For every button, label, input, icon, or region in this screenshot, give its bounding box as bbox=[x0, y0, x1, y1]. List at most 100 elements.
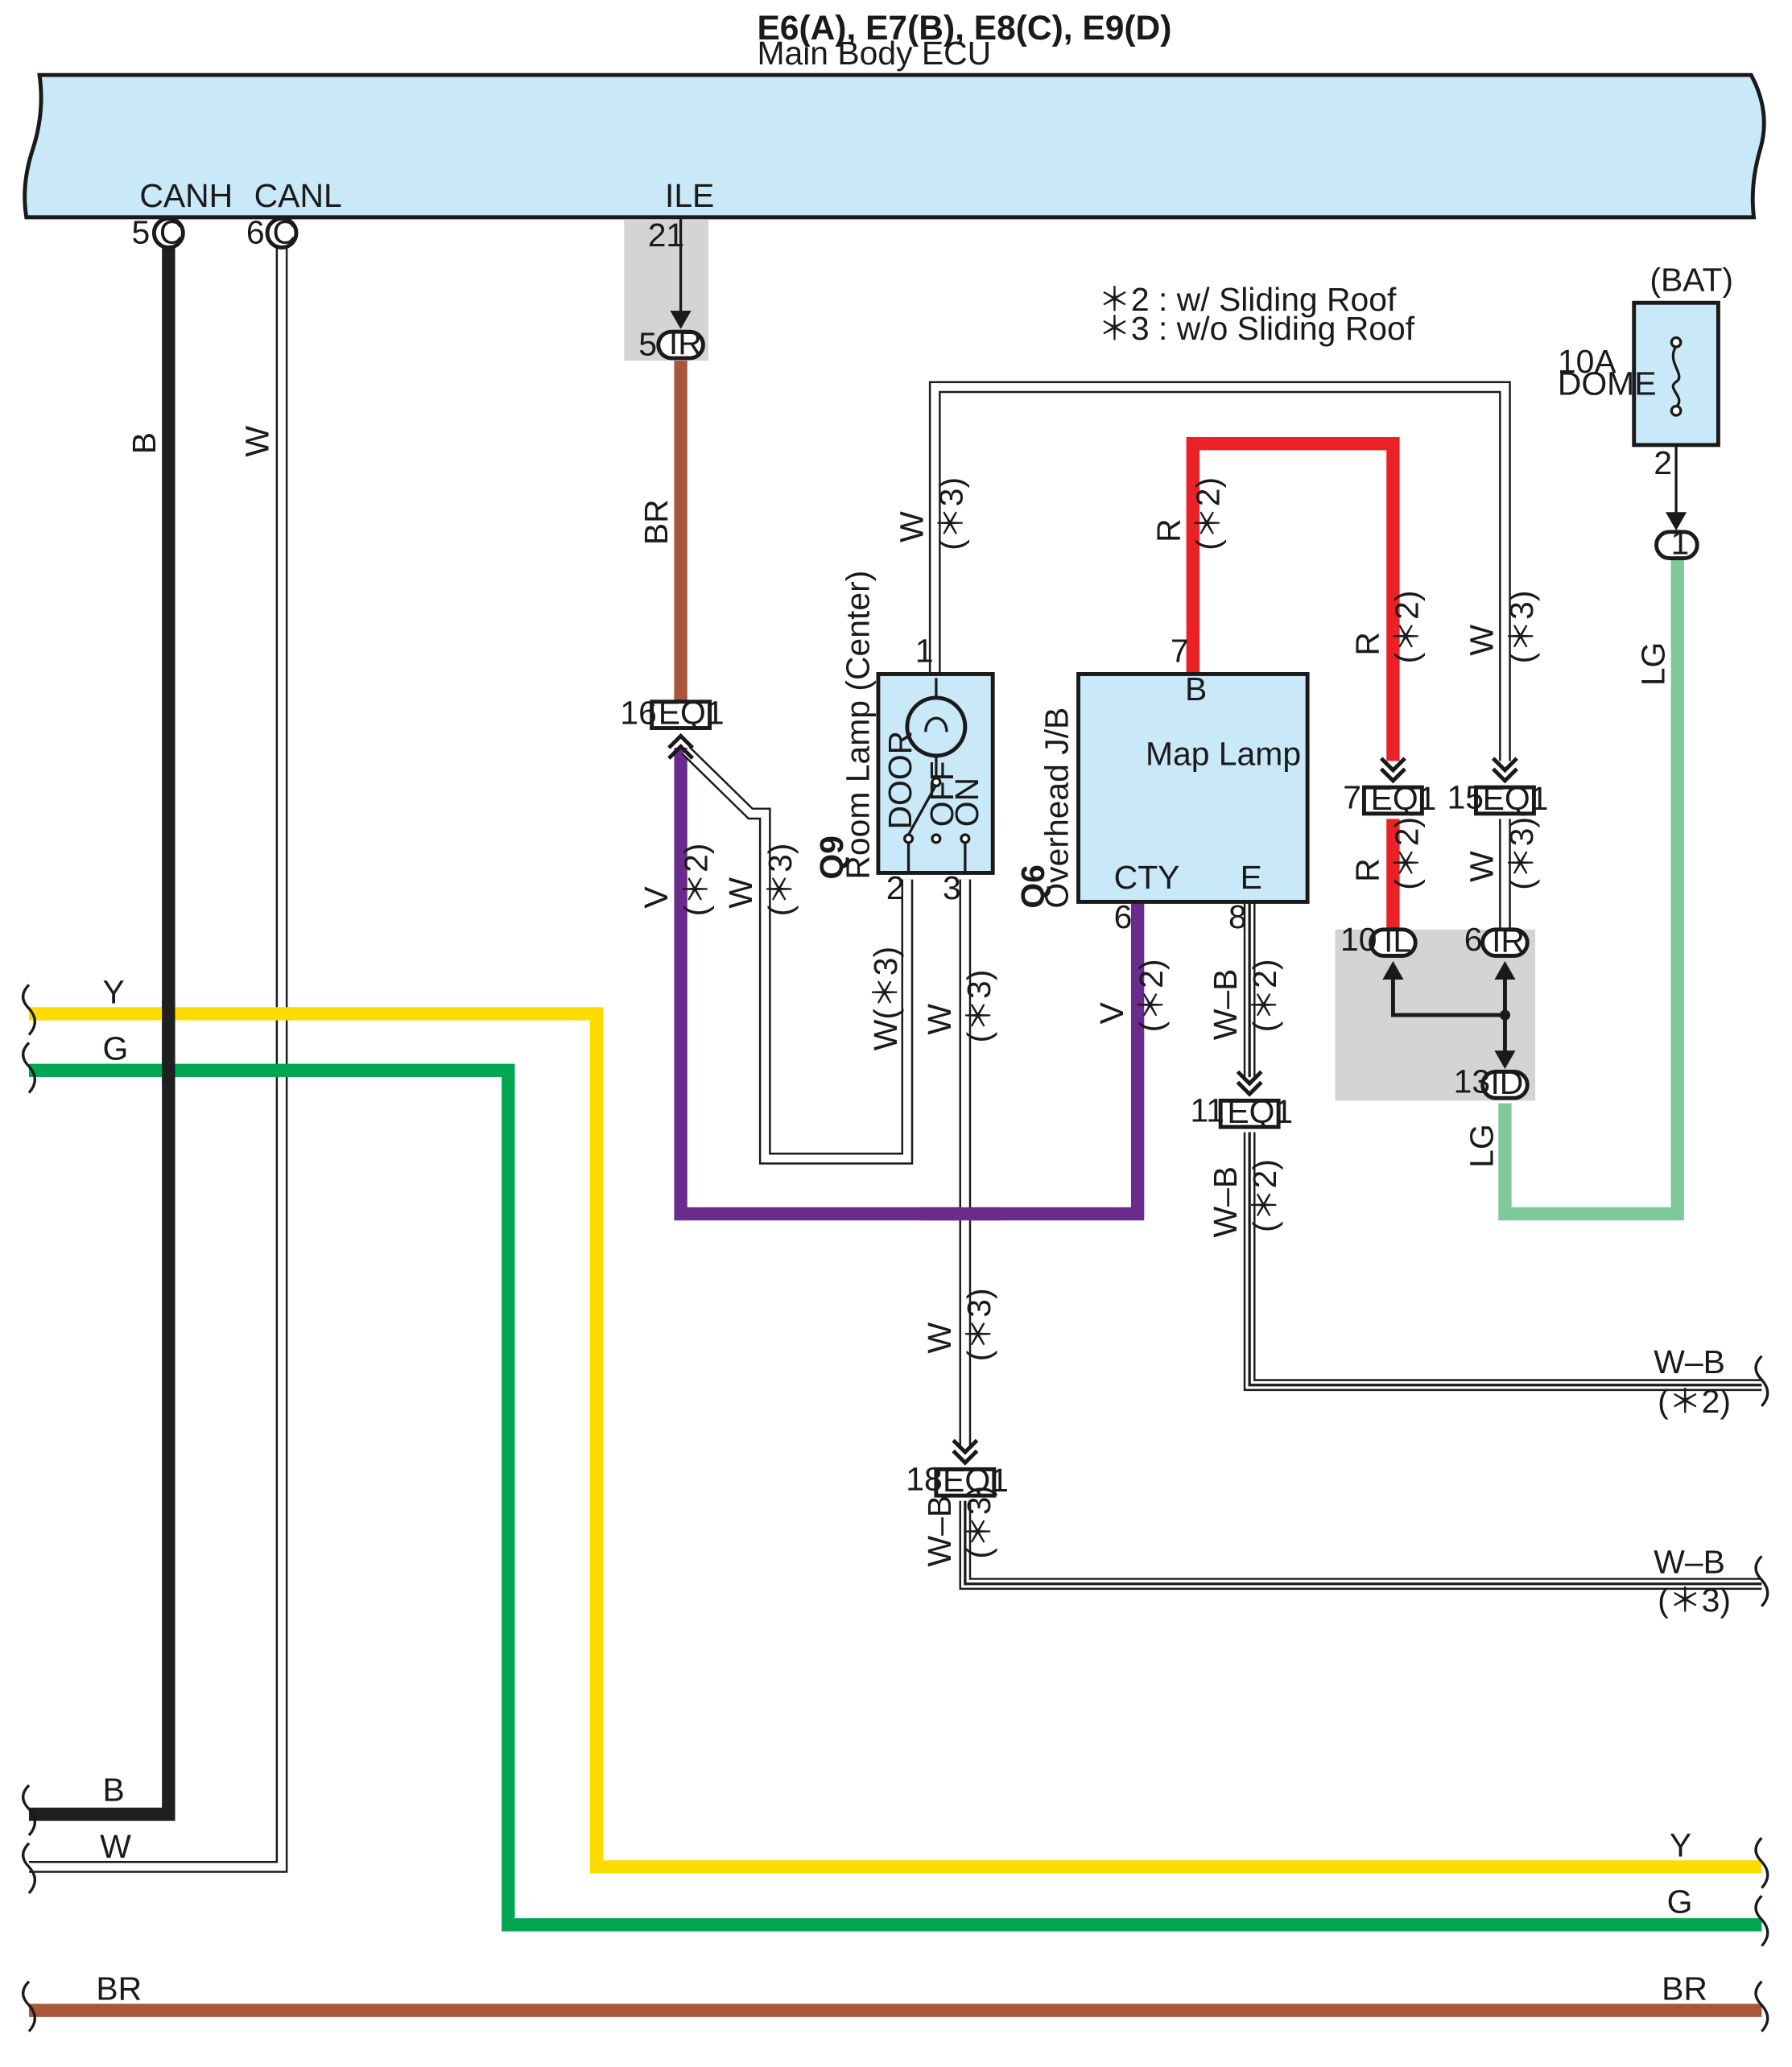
map-lamp-label: Map Lamp bbox=[1146, 735, 1301, 772]
room-lamp-code: Q9 bbox=[813, 835, 850, 880]
ecu-connector-codes: E6(A), E7(B), E8(C), E9(D) bbox=[757, 10, 1171, 47]
wire-canl-w[interactable] bbox=[28, 247, 288, 1873]
ecu-pin-ile-number: 21 bbox=[648, 217, 684, 254]
wire-wb-s3-out[interactable] bbox=[959, 1500, 1762, 1590]
main-body-ecu[interactable] bbox=[23, 72, 1766, 220]
junction-id[interactable]: ID bbox=[1480, 1064, 1530, 1101]
room-lamp-pin2: 2 bbox=[886, 869, 905, 906]
label-g-right: G bbox=[1667, 1883, 1693, 1921]
label-wb-right-s3: W–B bbox=[1654, 1544, 1725, 1581]
fuse-amp-label: 10A bbox=[1558, 343, 1617, 380]
junction-id-pin: 13 bbox=[1454, 1063, 1490, 1100]
wire-break-marks-left bbox=[21, 984, 36, 2032]
label-wb-eq18: W–B bbox=[921, 1496, 958, 1567]
junction-ir-pin: 6 bbox=[1464, 921, 1483, 958]
label-w-lower-mid-s3: (＊3) bbox=[960, 1288, 997, 1361]
label-w-eq15-upper-s3: (＊3) bbox=[1503, 591, 1540, 664]
label-v-cty-s2: (＊2) bbox=[1133, 959, 1170, 1033]
svg-text:1: 1 bbox=[1671, 525, 1690, 562]
eq1-pin-16-number: 16 bbox=[620, 695, 656, 732]
label-br-bottom-left: BR bbox=[96, 1970, 142, 2007]
eq1-pin-18-number: 18 bbox=[906, 1461, 942, 1498]
eq1-pin-7[interactable]: EQ1 bbox=[1361, 757, 1436, 817]
label-w-lower-mid: W bbox=[921, 1322, 958, 1353]
label-canl-w: W bbox=[239, 426, 276, 457]
wire-v-cty[interactable] bbox=[674, 748, 1145, 1221]
ecu-pin-canl[interactable]: C bbox=[265, 214, 299, 251]
label-wb-right-s2: W–B bbox=[1654, 1343, 1725, 1380]
label-v-left-s2: (＊2) bbox=[677, 844, 714, 917]
label-w-eq15-lower-s3: (＊3) bbox=[1503, 817, 1540, 890]
wire-canh-b[interactable] bbox=[28, 247, 175, 1822]
label-r-eq7-lower-s2: (＊2) bbox=[1389, 817, 1426, 890]
wire-w-top-loop[interactable] bbox=[928, 381, 1511, 761]
eq1-pin-16[interactable]: EQ1 bbox=[650, 695, 725, 760]
map-lamp-pin8: 8 bbox=[1228, 898, 1247, 935]
wire-g[interactable] bbox=[28, 1063, 1762, 1932]
label-w-eq15-upper: W bbox=[1464, 625, 1501, 656]
label-v-cty: V bbox=[1093, 1002, 1130, 1025]
svg-text:EQ1: EQ1 bbox=[659, 695, 725, 732]
label-top-w-s3: (＊3) bbox=[933, 477, 970, 551]
room-lamp-q9[interactable] bbox=[876, 672, 995, 875]
wire-break-marks-right bbox=[1754, 1355, 1769, 2032]
fuse-dome[interactable] bbox=[1632, 300, 1720, 531]
map-lamp-pin7: 7 bbox=[1171, 633, 1189, 670]
svg-text:IR: IR bbox=[1492, 922, 1525, 959]
label-wb-eq11-out-s2: (＊2) bbox=[1246, 1159, 1283, 1232]
wire-y[interactable] bbox=[28, 1007, 1762, 1874]
label-w-eq15-lower: W bbox=[1464, 851, 1501, 882]
wire-lg[interactable] bbox=[1498, 558, 1684, 1221]
label-w-bottom-left: W bbox=[100, 1828, 131, 1865]
fuse-name-label: DOME bbox=[1558, 365, 1657, 402]
map-lamp-pin6: 6 bbox=[1114, 898, 1133, 935]
label-g-left: G bbox=[103, 1030, 129, 1067]
overhead-jb-name: Overhead J/B bbox=[1038, 708, 1075, 909]
label-wb-map-e: W–B bbox=[1207, 969, 1244, 1041]
room-lamp-name: Room Lamp (Center) bbox=[839, 571, 876, 880]
label-y-left: Y bbox=[103, 973, 125, 1010]
ecu-name: Main Body ECU bbox=[757, 35, 991, 72]
fuse-connector-1[interactable]: 1 bbox=[1654, 525, 1699, 562]
note-wo-sliding-roof: ＊3 : w/o Sliding Roof bbox=[1098, 310, 1415, 347]
label-w-room-pin2: W(＊3) bbox=[867, 947, 904, 1050]
wire-w-room-pin2[interactable] bbox=[681, 746, 914, 1165]
label-wb-eq11-out: W–B bbox=[1207, 1166, 1244, 1238]
eq1-pin-11-number: 11 bbox=[1191, 1092, 1224, 1129]
wire-wb-s2-out[interactable] bbox=[1243, 1132, 1762, 1392]
eq1-pin-11[interactable]: EQ1 bbox=[1218, 1070, 1293, 1130]
ecu-pin-canh[interactable]: C bbox=[151, 214, 185, 251]
eq1-pin-18[interactable]: EQ1 bbox=[934, 1438, 1009, 1499]
overhead-jb-q6[interactable] bbox=[1076, 672, 1310, 904]
svg-text:C: C bbox=[273, 214, 297, 251]
wire-r-map-b[interactable] bbox=[1186, 437, 1400, 761]
eq1-pin-15[interactable]: EQ1 bbox=[1474, 757, 1548, 817]
connector-ir-top-pin: 5 bbox=[638, 326, 657, 363]
label-w-mid-left-s3: (＊3) bbox=[762, 844, 799, 917]
fuse-pin-label: 2 bbox=[1654, 444, 1672, 481]
svg-text:IR: IR bbox=[669, 324, 702, 361]
label-lg-lower: LG bbox=[1464, 1124, 1501, 1168]
note-w-sliding-roof: ＊2 : w/ Sliding Roof bbox=[1098, 281, 1397, 318]
svg-text:EQ1: EQ1 bbox=[1227, 1093, 1293, 1130]
room-lamp-pin3: 3 bbox=[943, 869, 961, 906]
label-r-eq7-upper: R bbox=[1348, 632, 1385, 656]
label-r-eq7-lower: R bbox=[1348, 858, 1385, 882]
label-wb-right-s3-note: (＊3) bbox=[1658, 1582, 1731, 1619]
label-top-r-s2: (＊2) bbox=[1190, 477, 1227, 551]
label-canh-b: B bbox=[126, 432, 163, 454]
svg-text:IL: IL bbox=[1384, 922, 1411, 959]
connector-ir-top[interactable]: IR bbox=[656, 324, 705, 361]
junction-il[interactable]: IL bbox=[1369, 922, 1418, 959]
label-lg-upper: LG bbox=[1634, 642, 1671, 687]
junction-il-pin: 10 bbox=[1340, 921, 1377, 958]
ecu-canh-label: CANH bbox=[139, 177, 233, 214]
map-lamp-b-label: B bbox=[1185, 670, 1207, 708]
junction-ir[interactable]: IR bbox=[1480, 922, 1530, 959]
label-wb-eq18-s3: (＊3) bbox=[960, 1486, 997, 1559]
eq1-pin-15-number: 15 bbox=[1447, 778, 1483, 815]
label-w-room-pin3: W bbox=[921, 1004, 958, 1035]
fuse-bat-label: (BAT) bbox=[1650, 261, 1733, 298]
eq1-pin-7-number: 7 bbox=[1343, 778, 1361, 815]
